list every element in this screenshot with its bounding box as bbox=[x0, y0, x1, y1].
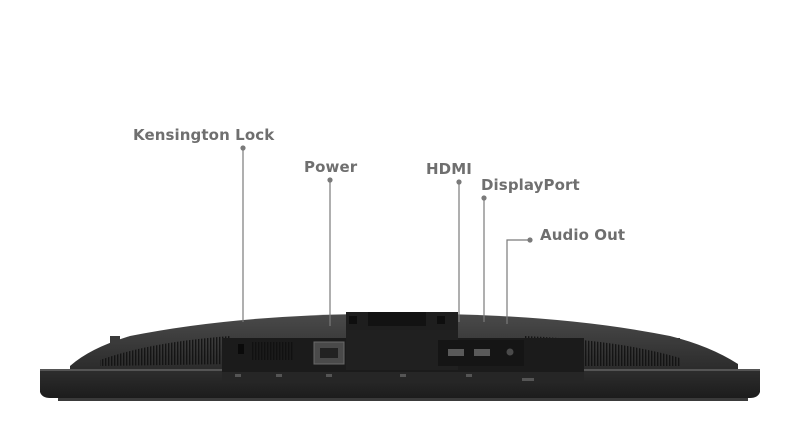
foot-marker-4 bbox=[400, 374, 406, 377]
foot-marker-2 bbox=[276, 374, 282, 377]
audio-out-jack bbox=[506, 348, 514, 356]
stand-mount-plate bbox=[368, 312, 426, 326]
kensington-lock-label: Kensington Lock bbox=[133, 126, 275, 144]
audio-out-leader-line bbox=[506, 239, 530, 324]
foot-marker-3 bbox=[326, 374, 332, 377]
audio-out-label: Audio Out bbox=[540, 226, 626, 244]
right-side-detail bbox=[670, 338, 680, 344]
left-vent-grille bbox=[100, 336, 232, 366]
hdmi-label: HDMI bbox=[426, 160, 472, 178]
hdmi-port bbox=[448, 349, 464, 356]
hdmi-leader-dot bbox=[456, 179, 462, 185]
foot-marker-5 bbox=[466, 374, 472, 377]
displayport-port bbox=[474, 349, 490, 356]
kensington-leader-dot bbox=[240, 145, 246, 151]
audio-out-leader-dot bbox=[527, 237, 533, 243]
kensington-slot bbox=[238, 344, 244, 354]
stand-mount-screw-left bbox=[349, 316, 357, 324]
foot-marker-1 bbox=[235, 374, 241, 377]
power-connector-pins bbox=[320, 348, 338, 358]
power-leader-dot bbox=[327, 177, 333, 183]
displayport-label: DisplayPort bbox=[481, 176, 580, 194]
stand-mount-screw-right bbox=[437, 316, 445, 324]
left-vent-block bbox=[252, 342, 294, 360]
left-side-detail bbox=[110, 336, 120, 344]
monitor-bottom-shadow bbox=[58, 398, 748, 401]
power-label: Power bbox=[304, 158, 358, 176]
foot-marker-6 bbox=[522, 378, 534, 381]
displayport-leader-dot bbox=[481, 195, 487, 201]
